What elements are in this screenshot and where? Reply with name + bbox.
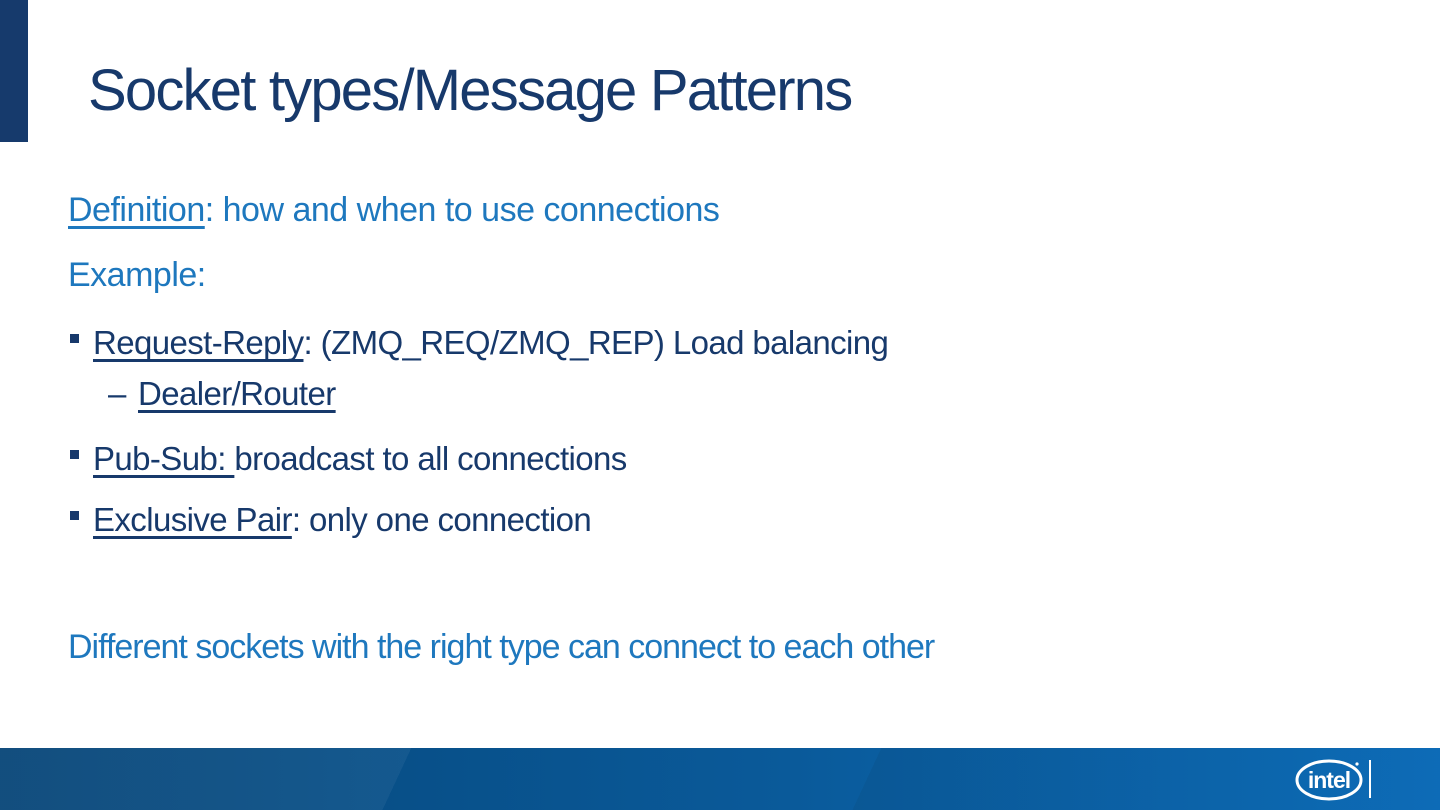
footer-bar [0, 748, 1440, 810]
bullet-exclusive-pair-term: Exclusive Pair [93, 501, 292, 538]
intel-logo-icon: intel [1295, 759, 1363, 801]
bullet-exclusive-pair: Exclusive Pair: only one connection [70, 501, 592, 538]
bullet-pub-sub-rest: broadcast to all connections [234, 440, 627, 477]
sub-bullet-dealer-router-term: Dealer/Router [138, 375, 336, 412]
closing-statement: Different sockets with the right type ca… [68, 628, 935, 666]
bullet-pub-sub: Pub-Sub: broadcast to all connections [70, 440, 627, 477]
dash-bullet-icon: – [108, 375, 126, 412]
square-bullet-icon [70, 334, 79, 343]
definition-rest: : how and when to use connections [204, 191, 720, 229]
footer-facet-overlay [0, 748, 1440, 810]
square-bullet-icon [70, 450, 79, 459]
sub-bullet-dealer-router: –Dealer/Router [108, 377, 336, 410]
square-bullet-icon [70, 511, 79, 520]
intel-logo: intel [1294, 758, 1364, 802]
bullet-request-reply: Request-Reply: (ZMQ_REQ/ZMQ_REP) Load ba… [70, 324, 889, 361]
definition-term: Definition [68, 191, 205, 229]
bullet-request-reply-rest: : (ZMQ_REQ/ZMQ_REP) Load balancing [303, 324, 889, 361]
example-label: Example: [68, 256, 206, 294]
bullet-request-reply-term: Request-Reply [93, 324, 304, 361]
bullet-pub-sub-term: Pub-Sub: [93, 440, 235, 477]
footer-separator-line [1369, 760, 1371, 798]
definition-line: Definition: how and when to use connecti… [68, 191, 720, 229]
slide-title: Socket types/Message Patterns [88, 58, 853, 123]
bullet-exclusive-pair-rest: : only one connection [291, 501, 592, 538]
corner-accent-bar [0, 0, 28, 142]
intel-logo-text: intel [1308, 767, 1350, 793]
